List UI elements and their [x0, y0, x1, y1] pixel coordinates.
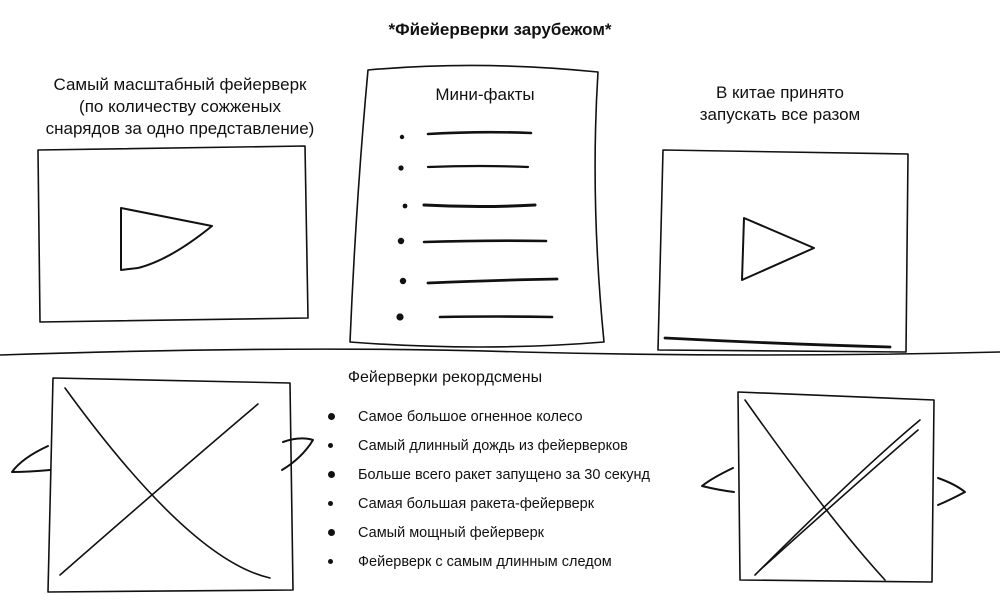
right-carousel-next-chevron-icon	[937, 477, 966, 506]
bullet-icon	[328, 559, 333, 564]
mini-fact-bullet	[396, 313, 404, 321]
mini-fact-line	[422, 239, 548, 244]
mini-fact-bullet	[397, 237, 405, 245]
mini-fact-bullet	[399, 277, 407, 285]
mini-fact-line	[438, 315, 554, 319]
bullet-icon	[328, 501, 333, 506]
section-divider	[0, 348, 1000, 356]
left-carousel-prev-chevron-icon	[11, 445, 51, 473]
bullet-icon	[328, 443, 333, 448]
right-carousel-next-button[interactable]	[934, 472, 970, 510]
left-carousel-next-button[interactable]	[278, 432, 318, 474]
right-video-frame	[657, 149, 909, 353]
left-image-frame	[47, 377, 294, 593]
mini-fact-bullet	[398, 165, 404, 171]
mini-fact-line	[422, 203, 537, 208]
mini-fact-bullet	[399, 134, 405, 140]
left-video-player[interactable]	[40, 148, 307, 320]
left-carousel-prev-button[interactable]	[8, 440, 54, 480]
right-video-player[interactable]	[660, 152, 906, 350]
records-list: Самое большое огненное колесо Самый длин…	[328, 407, 650, 581]
left-video-frame	[37, 145, 309, 323]
record-text: Фейерверк с самым длинным следом	[358, 554, 612, 570]
mini-fact-bullet	[402, 203, 408, 209]
right-carousel-prev-chevron-icon	[701, 467, 735, 493]
record-text: Самый длинный дождь из фейерверков	[358, 438, 628, 454]
bullet-icon	[328, 413, 335, 420]
caption-line: (по количеству сожженых	[79, 97, 281, 116]
mini-fact-line	[426, 164, 530, 169]
left-play-icon	[120, 207, 213, 271]
record-text: Самое большое огненное колесо	[358, 409, 583, 425]
list-item: Самая большая ракета-фейерверк	[328, 494, 650, 523]
left-carousel-next-chevron-icon	[281, 437, 314, 471]
list-item: Самый мощный фейерверк	[328, 523, 650, 552]
bullet-icon	[328, 529, 335, 536]
list-item: Фейерверк с самым длинным следом	[328, 552, 650, 581]
right-play-icon	[741, 217, 815, 281]
record-text: Самый мощный фейерверк	[358, 525, 544, 541]
record-text: Самая большая ракета-фейерверк	[358, 496, 595, 512]
page-title: *Фйейерверки зарубежом*	[388, 20, 612, 39]
mini-facts-card	[349, 64, 605, 348]
list-item: Самый длинный дождь из фейерверков	[328, 436, 650, 465]
mini-fact-line	[426, 130, 533, 136]
right-video-bottom-line	[663, 336, 892, 349]
right-carousel-prev-button[interactable]	[698, 462, 738, 498]
caption-line: В китае принято	[715, 83, 845, 102]
right-image-frame	[737, 391, 935, 583]
mini-fact-line	[426, 277, 559, 285]
list-item: Самое большое огненное колесо	[328, 407, 650, 436]
records-title: Фейерверки рекордсмены	[347, 369, 543, 386]
caption-line: снарядов за одно представление)	[45, 119, 315, 138]
caption-line: Самый масштабный фейерверк	[53, 75, 307, 94]
left-video-caption: Самый масштабный фейерверк (по количеств…	[30, 74, 330, 140]
right-video-caption: В китае принято запускать все разом	[660, 82, 900, 126]
bullet-icon	[328, 471, 335, 478]
caption-line: запускать все разом	[699, 105, 861, 124]
mini-facts-title: Мини-факты	[435, 85, 535, 104]
list-item: Больше всего ракет запущено за 30 секунд	[328, 465, 650, 494]
record-text: Больше всего ракет запущено за 30 секунд	[358, 467, 650, 483]
